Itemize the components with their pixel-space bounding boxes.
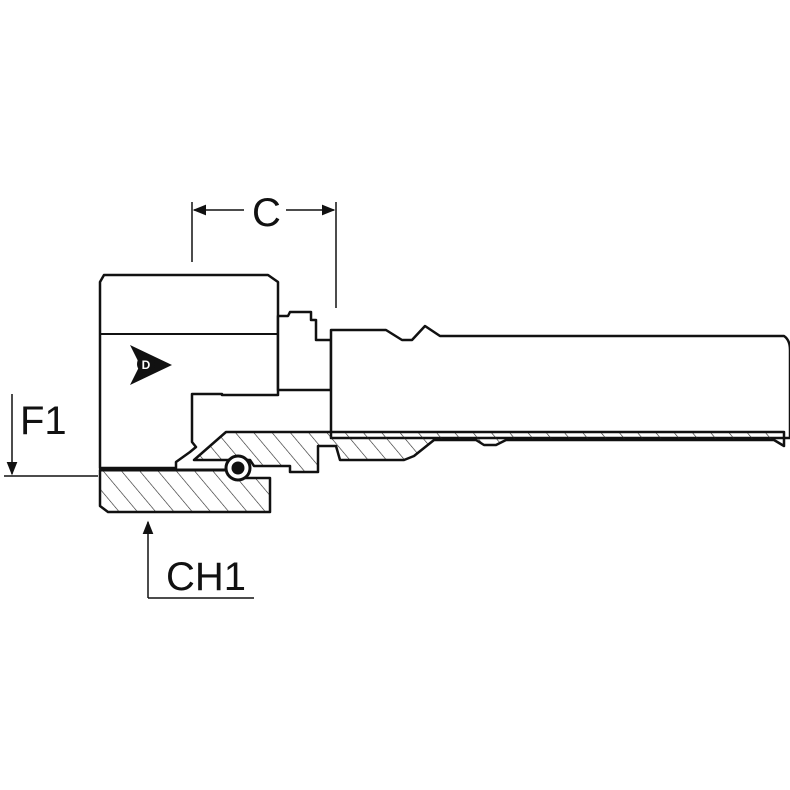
dimension-ch1 xyxy=(142,520,254,599)
fitting-body xyxy=(98,273,790,470)
dimension-c xyxy=(191,202,337,308)
collar xyxy=(276,310,333,392)
dimension-c-label: C xyxy=(252,191,281,235)
dimension-f1 xyxy=(4,394,98,477)
swivel-nut xyxy=(98,273,280,470)
dunlop-logo: D xyxy=(130,345,172,385)
svg-text:D: D xyxy=(142,358,151,372)
dimension-ch1-label: CH1 xyxy=(166,555,246,599)
locking-ring-inner xyxy=(231,461,245,475)
section-view xyxy=(98,430,786,514)
dimension-f1-label: F1 xyxy=(20,399,67,443)
nipple-section xyxy=(192,430,786,474)
hose-tail xyxy=(329,324,790,440)
